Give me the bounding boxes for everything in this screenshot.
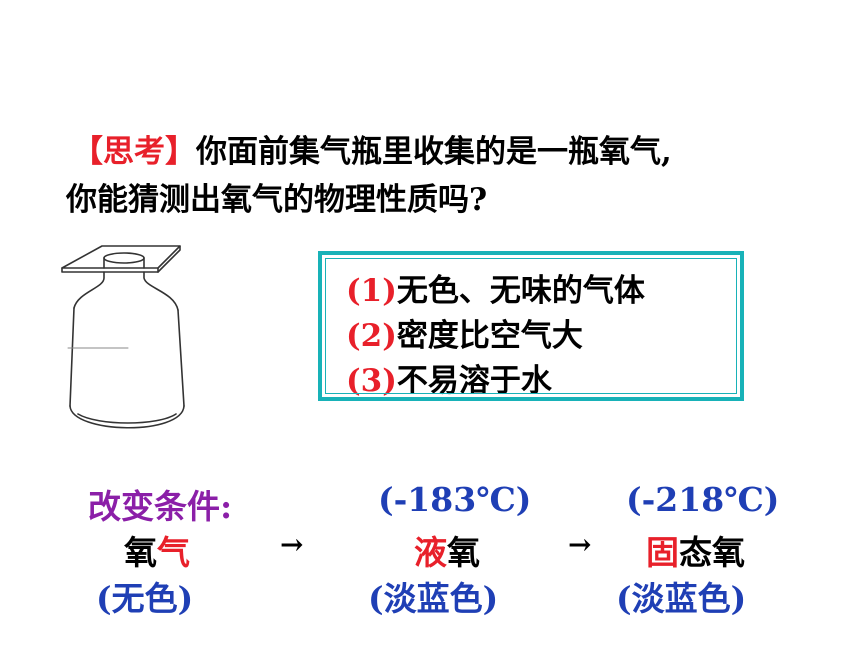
state-solid: 固态氧 — [646, 526, 745, 574]
property-text: 无色、无味的气体 — [396, 273, 645, 309]
property-item: (2)密度比空气大 — [346, 310, 583, 355]
state-suffix: 态氧 — [679, 533, 745, 572]
question-line-1: 【思考】你面前集气瓶里收集的是一瓶氧气, — [72, 126, 672, 171]
property-number: (2) — [346, 318, 397, 354]
property-number: (1) — [346, 273, 397, 309]
state-liquid: 液氧 — [414, 526, 480, 574]
property-number: (3) — [346, 363, 397, 399]
property-text: 密度比空气大 — [396, 318, 583, 354]
arrow-icon: → — [568, 528, 592, 561]
property-text: 不易溶于水 — [396, 363, 552, 399]
state-highlight: 气 — [157, 533, 190, 572]
state-suffix: 氧 — [447, 533, 480, 572]
state-highlight: 固 — [646, 533, 679, 572]
property-item: (1)无色、无味的气体 — [346, 265, 645, 310]
state-gas: 氧气 — [124, 526, 190, 574]
think-tag: 【思考】 — [72, 134, 196, 170]
change-label: 改变条件: — [88, 487, 233, 526]
arrow-icon: → — [280, 528, 304, 561]
question-line-2: 你能猜测出氧气的物理性质吗? — [66, 182, 488, 218]
state-solid-temp: (-218℃) — [626, 480, 780, 519]
state-prefix: 氧 — [124, 533, 157, 572]
state-solid-color: (淡蓝色) — [616, 579, 747, 618]
properties-box: (1)无色、无味的气体 (2)密度比空气大 (3)不易溶于水 — [318, 251, 744, 401]
state-liquid-temp: (-183℃) — [378, 480, 532, 519]
state-liquid-color: (淡蓝色) — [368, 579, 499, 618]
state-highlight: 液 — [414, 533, 447, 572]
property-item: (3)不易溶于水 — [346, 355, 552, 400]
question-text-1: 你面前集气瓶里收集的是一瓶氧气, — [196, 134, 672, 170]
state-gas-color: (无色) — [96, 579, 194, 618]
gas-jar-icon — [61, 245, 185, 429]
